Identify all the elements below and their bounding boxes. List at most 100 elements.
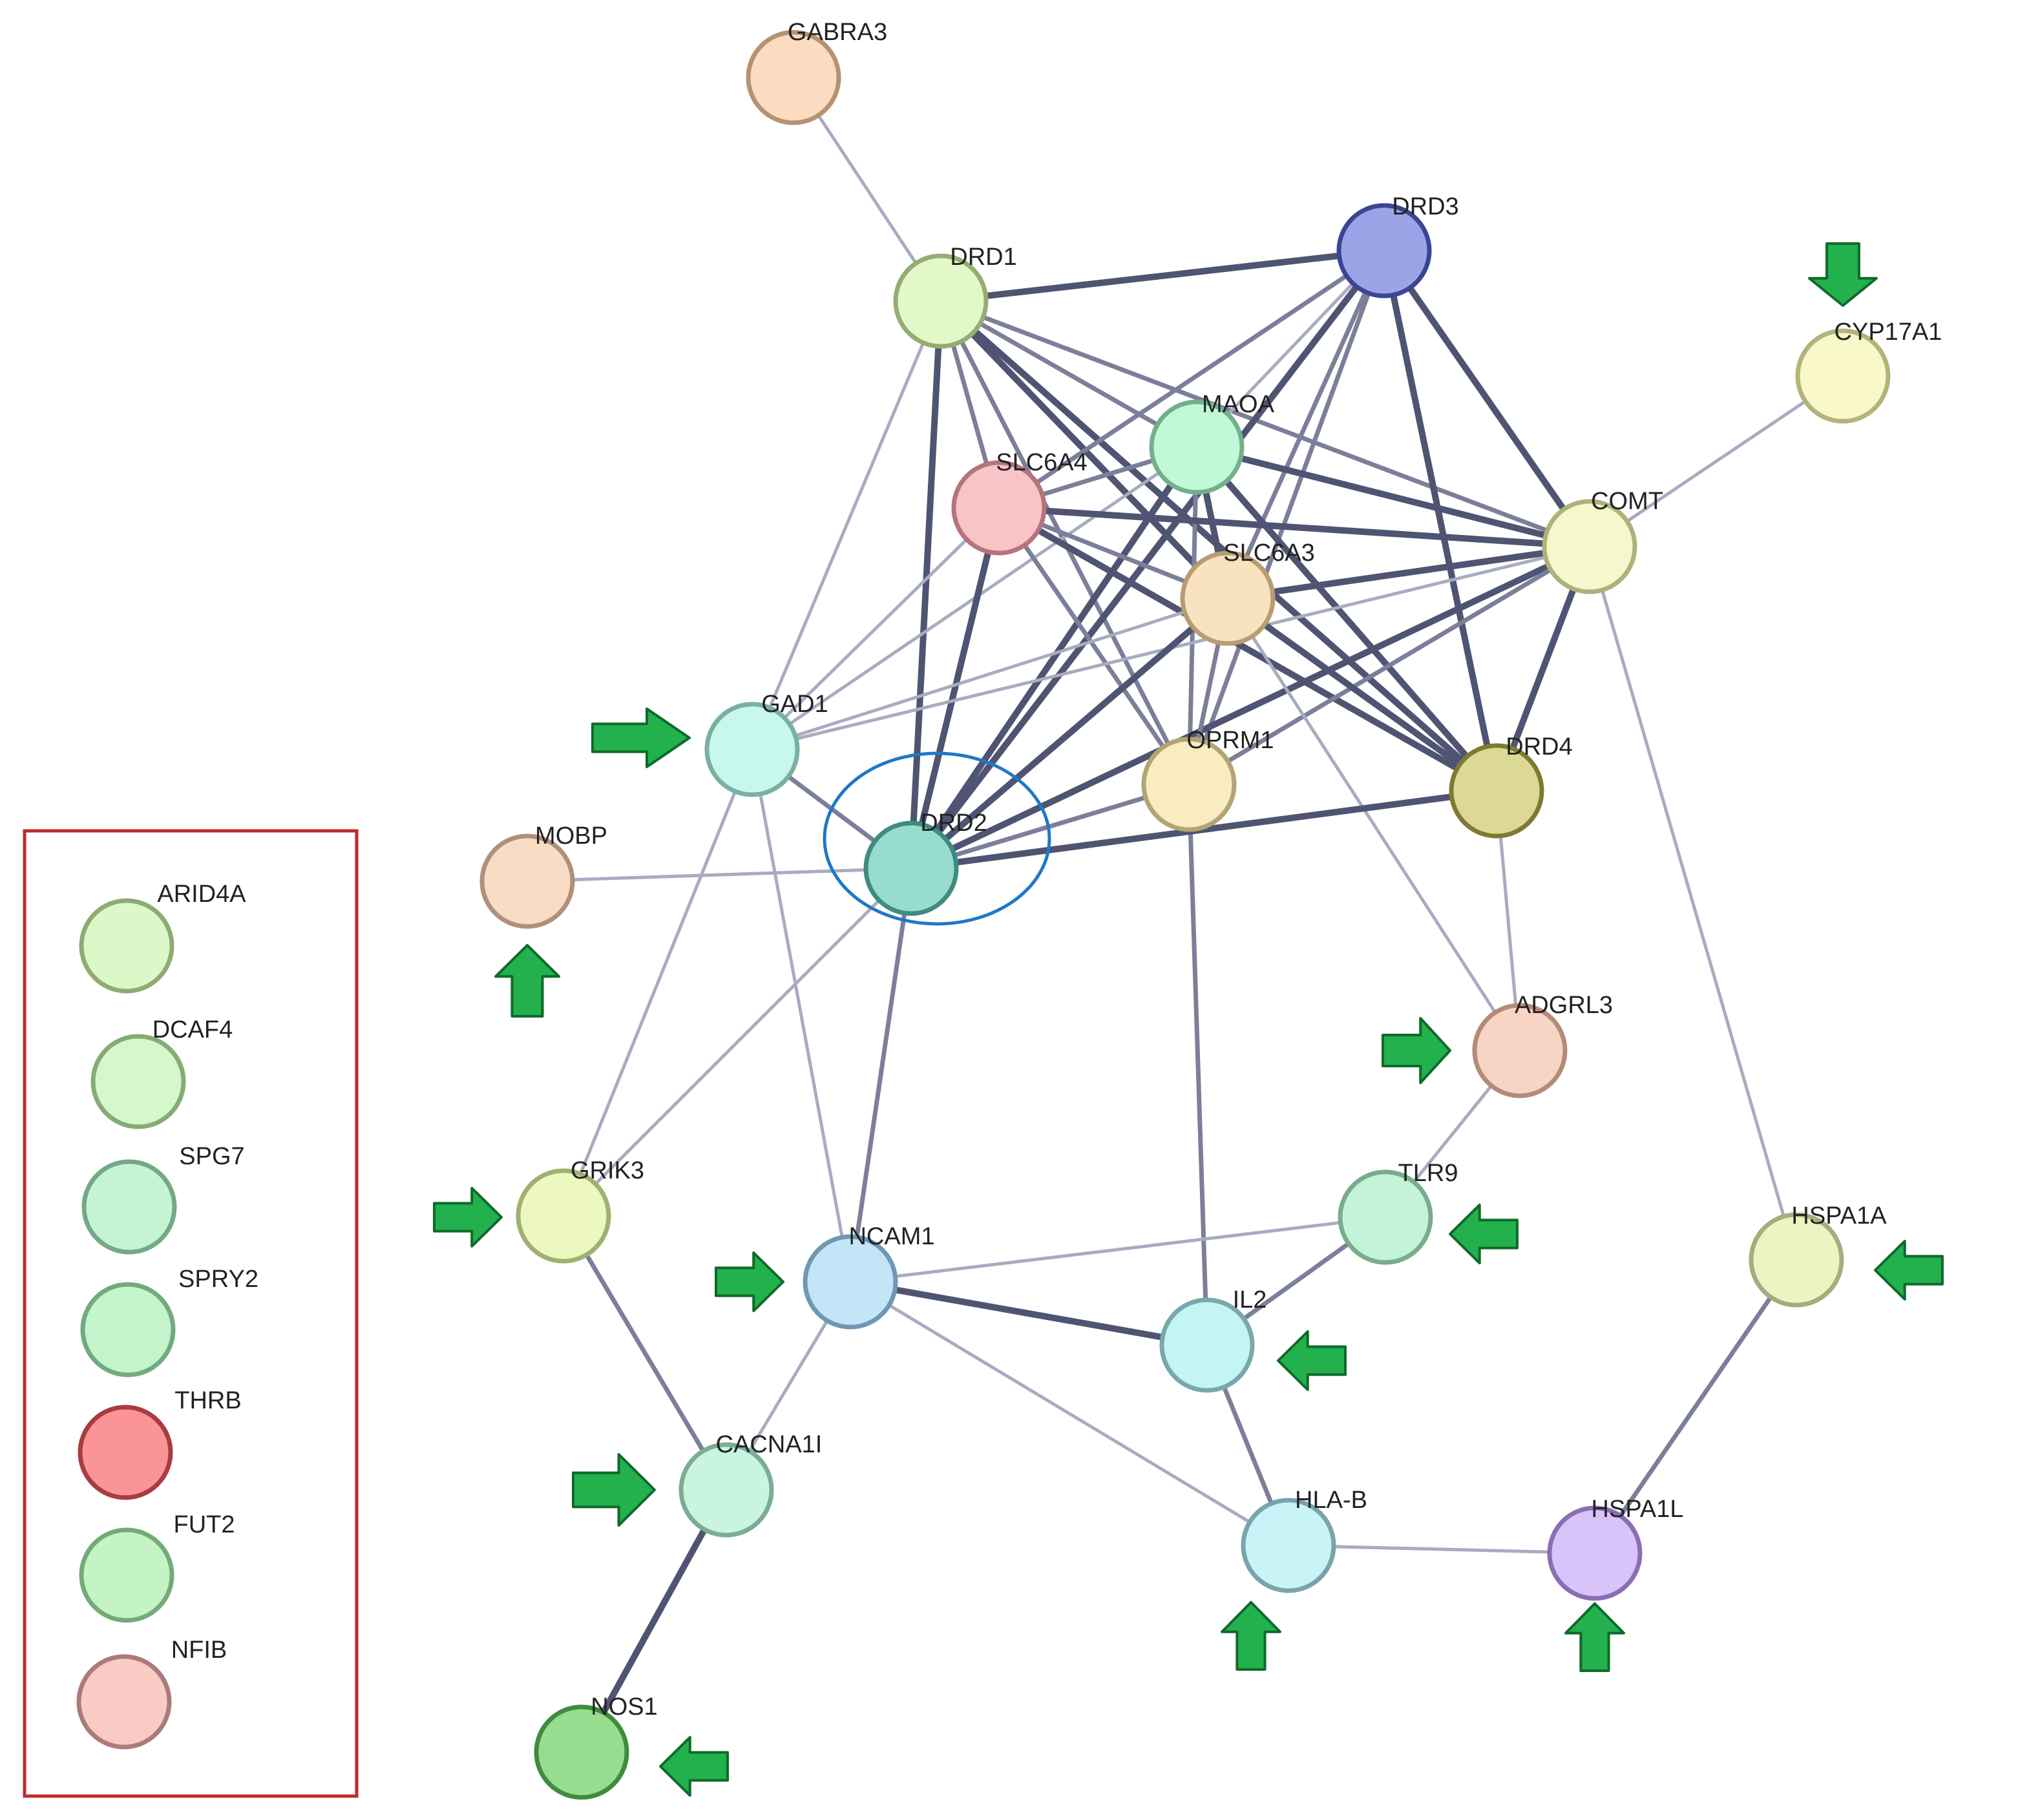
node-circle[interactable] xyxy=(479,833,575,929)
node-mobp[interactable]: MOBP xyxy=(479,822,607,929)
edge-drd3-oprm1 xyxy=(1186,248,1387,787)
edge-tlr9-ncam1 xyxy=(848,1215,1387,1284)
node-hspa1a[interactable]: HSPA1A xyxy=(1749,1202,1887,1308)
node-label: DRD4 xyxy=(1506,733,1572,760)
node-circle[interactable] xyxy=(1795,328,1891,424)
arrow-up-icon xyxy=(1221,1601,1281,1671)
node-label: TLR9 xyxy=(1398,1160,1458,1187)
node-hla-b[interactable]: HLA-B xyxy=(1241,1487,1367,1593)
legend-swatch xyxy=(79,1527,174,1623)
node-label: NCAM1 xyxy=(848,1223,934,1250)
node-drd2[interactable]: DRD2 xyxy=(863,810,987,916)
node-circle[interactable] xyxy=(863,821,959,916)
legend-item-dcaf4: DCAF4 xyxy=(90,1016,233,1129)
edge-drd1-drd2 xyxy=(908,298,944,872)
node-circle[interactable] xyxy=(1472,1003,1568,1098)
node-drd1[interactable]: DRD1 xyxy=(893,244,1017,349)
node-maoa[interactable]: MAOA xyxy=(1149,391,1275,495)
node-drd4[interactable]: DRD4 xyxy=(1449,733,1573,839)
edge-drd3-comt xyxy=(1381,247,1593,550)
node-label: MOBP xyxy=(535,822,607,850)
node-drd3[interactable]: DRD3 xyxy=(1336,193,1459,298)
arrow-left-icon xyxy=(1449,1204,1519,1264)
node-circle[interactable] xyxy=(803,1234,898,1330)
edge-ncam1-il2 xyxy=(847,1279,1210,1348)
node-il2[interactable]: IL2 xyxy=(1159,1286,1267,1393)
arrows-layer xyxy=(433,242,1944,1797)
node-cacna1i[interactable]: CACNA1I xyxy=(678,1431,822,1538)
node-circle[interactable] xyxy=(1159,1297,1255,1393)
edge-drd1-maoa xyxy=(938,298,1199,450)
node-hspa1l[interactable]: HSPA1L xyxy=(1547,1496,1683,1601)
node-circle[interactable] xyxy=(1542,499,1637,594)
edge-drd3-drd2 xyxy=(908,247,1387,872)
node-label: DRD1 xyxy=(950,244,1016,271)
arrow-right-icon xyxy=(1382,1017,1451,1084)
edge-slc6a3-drd2 xyxy=(908,595,1231,872)
edge-comt-oprm1 xyxy=(1186,544,1592,787)
legend-item-arid4a: ARID4A xyxy=(79,881,246,994)
node-circle[interactable] xyxy=(1141,737,1237,832)
node-comt[interactable]: COMT xyxy=(1542,488,1663,594)
highlight-ellipse xyxy=(823,751,1051,926)
node-circle[interactable] xyxy=(1241,1498,1336,1593)
node-circle[interactable] xyxy=(893,253,989,349)
node-oprm1[interactable]: OPRM1 xyxy=(1141,727,1274,832)
node-adgrl3[interactable]: ADGRL3 xyxy=(1472,992,1613,1098)
arrow-up-icon xyxy=(1564,1602,1625,1672)
edge-drd3-slc6a4 xyxy=(996,248,1387,510)
node-circle[interactable] xyxy=(1149,399,1245,495)
legend-label: ARID4A xyxy=(157,881,246,908)
node-nos1[interactable]: NOS1 xyxy=(534,1693,658,1800)
node-label: HLA-B xyxy=(1295,1487,1367,1514)
legend-item-fut2: FUT2 xyxy=(79,1511,235,1623)
node-circle[interactable] xyxy=(678,1442,774,1538)
edge-oprm1-drd2 xyxy=(909,782,1192,871)
node-circle[interactable] xyxy=(1547,1505,1643,1601)
node-label: OPRM1 xyxy=(1186,727,1274,754)
node-label: HSPA1A xyxy=(1791,1202,1887,1229)
node-label: GRIK3 xyxy=(571,1157,644,1184)
edge-maoa-drd4 xyxy=(1193,444,1500,794)
edge-drd3-drd4 xyxy=(1381,247,1500,794)
node-gad1[interactable]: GAD1 xyxy=(704,691,828,797)
edge-drd1-drd3 xyxy=(938,247,1387,304)
node-circle[interactable] xyxy=(1749,1212,1844,1308)
node-circle[interactable] xyxy=(704,702,800,797)
node-cyp17a1[interactable]: CYP17A1 xyxy=(1795,319,1942,424)
node-circle[interactable] xyxy=(951,460,1047,556)
legend-swatch xyxy=(78,1405,173,1500)
edge-ncam1-hla-b xyxy=(848,1280,1290,1547)
legend-box xyxy=(23,829,359,1798)
node-ncam1[interactable]: NCAM1 xyxy=(803,1223,935,1330)
node-circle[interactable] xyxy=(534,1704,629,1800)
node-circle[interactable] xyxy=(1336,203,1432,298)
node-slc6a4[interactable]: SLC6A4 xyxy=(951,449,1088,556)
edge-hspa1a-hspa1l xyxy=(1592,1257,1799,1556)
legend-swatch xyxy=(76,1654,172,1750)
edge-slc6a4-gad1 xyxy=(750,506,1001,751)
node-tlr9[interactable]: TLR9 xyxy=(1338,1160,1458,1265)
arrow-right-icon xyxy=(715,1251,784,1312)
node-circle[interactable] xyxy=(1449,743,1544,839)
node-label: DRD3 xyxy=(1392,193,1458,220)
node-label: MAOA xyxy=(1202,391,1275,418)
edge-gad1-grik3 xyxy=(562,748,754,1218)
legend-label: DCAF4 xyxy=(152,1016,233,1043)
legend-label: FUT2 xyxy=(174,1511,235,1538)
edge-drd2-grik3 xyxy=(562,866,913,1218)
node-circle[interactable] xyxy=(746,30,841,125)
legend-item-spry2: SPRY2 xyxy=(80,1266,258,1377)
legend-label: NFIB xyxy=(171,1637,227,1664)
node-slc6a3[interactable]: SLC6A3 xyxy=(1180,539,1315,646)
node-gabra3[interactable]: GABRA3 xyxy=(746,19,887,125)
node-circle[interactable] xyxy=(1338,1169,1433,1265)
node-grik3[interactable]: GRIK3 xyxy=(516,1157,644,1264)
node-circle[interactable] xyxy=(1180,550,1276,646)
node-label: DRD2 xyxy=(920,810,987,837)
legend-swatch xyxy=(90,1034,186,1129)
edge-slc6a4-oprm1 xyxy=(996,505,1192,787)
edge-drd4-drd2 xyxy=(908,788,1500,872)
node-circle[interactable] xyxy=(516,1168,611,1264)
